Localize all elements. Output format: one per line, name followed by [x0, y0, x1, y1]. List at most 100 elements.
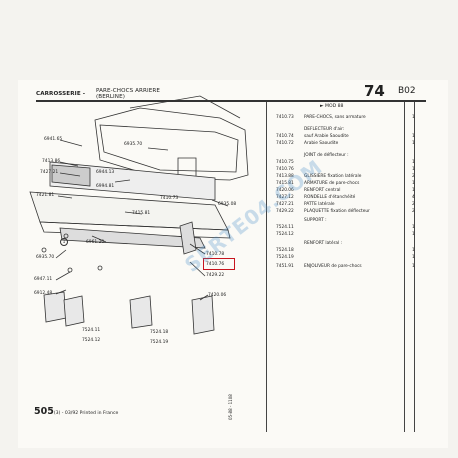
callout-6994-81: 6994.81	[96, 184, 115, 189]
callout-7524-18: 7524.18	[150, 330, 169, 335]
parts-row: 7524.19 1	[268, 254, 428, 261]
part-ref: 7410.72	[276, 141, 294, 146]
part-description: GLISSIERE fixation latérale	[304, 174, 362, 179]
reinforcement-right	[191, 295, 215, 335]
bolt	[97, 265, 103, 271]
part-qty: 2	[412, 174, 415, 179]
page-number: 74	[364, 82, 385, 100]
subtitle-line-2: (BERLINE)	[96, 94, 126, 100]
table-divider-left	[266, 102, 267, 432]
reinforcement-left	[129, 295, 153, 329]
part-qty: 1	[412, 134, 415, 139]
part-qty: 1	[412, 264, 415, 269]
model-tag-text: MOD 88	[325, 104, 344, 109]
callout-7410-78: 7410.78	[206, 252, 225, 257]
part-qty: 1	[412, 232, 415, 237]
support-right	[63, 295, 85, 327]
table-divider-right	[414, 102, 415, 432]
callout-7410-73: 7410.73	[160, 196, 179, 201]
part-description: SUPPORT :	[304, 218, 327, 223]
callout-7420-06: 7420.06	[208, 293, 227, 298]
parts-row: 7410.72 Arabie Saoudite 1	[268, 140, 428, 147]
table-divider-qty	[404, 102, 405, 432]
callout-7427-21: 7427.21	[40, 170, 59, 175]
deflector	[59, 227, 206, 249]
callout-7524-11: 7524.11	[82, 328, 101, 333]
callout-6935-70: 6935.70	[124, 142, 143, 147]
section-code: B02	[398, 86, 416, 96]
footer-suffix: (3) - 03/92 Printed in France	[53, 411, 119, 416]
part-qty: 1	[412, 255, 415, 260]
part-description: RONDELLE d'étanchéité	[304, 195, 356, 200]
part-description: PARE-CHOCS, sans armature	[304, 115, 366, 120]
part-ref: 7451.91	[276, 264, 294, 269]
part-qty: 4	[412, 195, 415, 200]
trunk-panel	[99, 124, 239, 173]
part-qty: 2	[412, 209, 415, 214]
part-qty: 1	[412, 160, 415, 165]
bumper-grille	[51, 164, 91, 187]
part-ref: 7427.12	[276, 195, 294, 200]
catalog-page	[18, 80, 448, 448]
rear-glass	[129, 95, 241, 119]
part-description: PLAQUETTE fixation déflecteur	[304, 209, 370, 214]
part-ref: 7524.19	[276, 255, 294, 260]
bolt	[67, 267, 73, 273]
subtitle-line-1: PARE-CHOCS ARRIERE	[96, 88, 161, 94]
part-qty: 1	[412, 188, 415, 193]
part-description: DEFLECTEUR d'air:	[304, 127, 345, 132]
part-qty: 1	[412, 248, 415, 253]
callout-6947-11: 6947.11	[34, 277, 53, 282]
part-qty: 2	[412, 202, 415, 207]
page-footer: 505(3) - 03/92 Printed in France	[34, 406, 118, 417]
part-description: Arabie Saoudite	[304, 141, 339, 146]
reference-circle: 1	[60, 238, 68, 246]
part-description: RENFORT latéral :	[304, 241, 342, 246]
bumper-armature	[49, 161, 216, 201]
callout-7413-86: 7413.86	[42, 159, 61, 164]
part-qty: 1	[412, 181, 415, 186]
part-ref: 7413.88	[276, 174, 294, 179]
car-body-outline	[94, 107, 249, 181]
part-ref: 7410.74	[276, 134, 294, 139]
parts-row: JOINT de déflecteur :	[268, 152, 428, 159]
part-description: RENFORT central	[304, 188, 341, 193]
side-bracket	[179, 221, 197, 255]
callout-7524-19: 7524.19	[150, 340, 169, 345]
callout-6935-08: 6935.08	[218, 202, 237, 207]
parts-row: 7410.73 PARE-CHOCS, sans armature 1	[268, 114, 428, 121]
part-ref: 7524.11	[276, 225, 294, 230]
part-description: JOINT de déflecteur :	[304, 153, 349, 158]
part-qty: 1	[412, 225, 415, 230]
part-ref: 7410.75	[276, 160, 294, 165]
callout-6935-70-b: 6935.70	[36, 255, 55, 260]
model-tag: ► MOD 88	[320, 104, 344, 109]
part-ref: 7410.73	[276, 115, 294, 120]
part-ref: 7427.21	[276, 202, 294, 207]
part-qty: 1	[412, 141, 415, 146]
vertical-note: 05-88 - 1108	[228, 394, 233, 420]
callout-7421-81: 7421.81	[36, 193, 55, 198]
footer-code: 505	[34, 406, 54, 417]
part-ref: 7415.81	[276, 181, 294, 186]
parts-row: 7524.18 1	[268, 247, 428, 254]
parts-row: 7413.88 GLISSIERE fixation latérale 2	[268, 173, 428, 180]
parts-row: 7410.75 1	[268, 159, 428, 166]
callout-6941-65: 6941.65	[44, 137, 63, 142]
callout-7410-76: 7410.76	[206, 262, 225, 267]
parts-row: 7429.22 PLAQUETTE fixation déflecteur 2	[268, 208, 428, 215]
parts-row: RENFORT latéral :	[268, 240, 428, 247]
part-qty: 1	[412, 115, 415, 120]
part-ref: 7429.22	[276, 209, 294, 214]
callout-6944-13: 6944.13	[96, 170, 115, 175]
part-ref: 7524.18	[276, 248, 294, 253]
category-title: CARROSSERIE -	[36, 91, 86, 97]
